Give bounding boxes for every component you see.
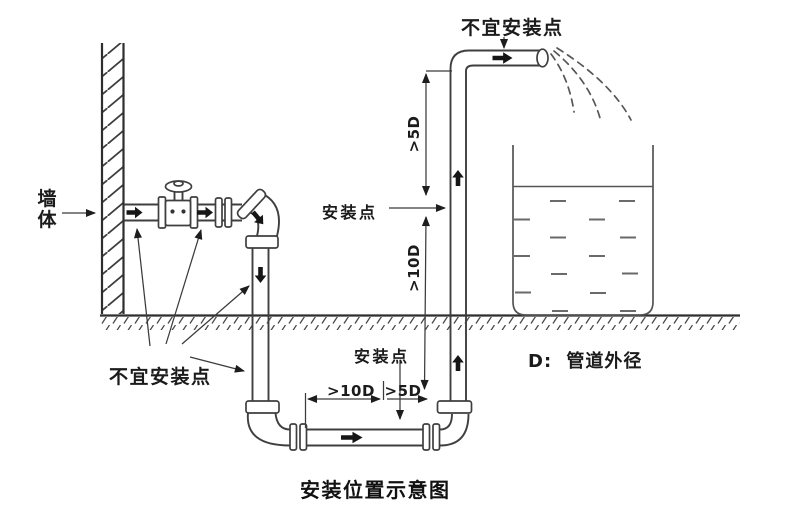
flow-arrow-right-icon <box>197 206 213 219</box>
pipe-collar <box>436 400 473 414</box>
flow-arrow-right-icon <box>341 431 363 444</box>
pipe-union <box>214 197 233 228</box>
elbow-bottom-left <box>245 400 308 451</box>
elbow-down <box>236 188 280 249</box>
pipe-outlet <box>536 48 549 68</box>
legend-pipe-diameter: D: 管道外径 <box>528 351 643 372</box>
bottom-pipe-run <box>306 428 423 447</box>
diagram-title: 安装位置示意图 <box>300 478 451 502</box>
pipe-collar <box>245 235 279 249</box>
flow-arrow-down-icon <box>254 267 267 283</box>
dimension-lines <box>62 37 509 428</box>
meter-right-flange <box>189 196 199 229</box>
meter-left-flange <box>157 196 167 229</box>
dim-label-5d-riser: >5D <box>405 115 423 153</box>
flow-arrow-up-icon <box>452 355 464 371</box>
tilted-flange <box>236 188 267 220</box>
install-point-label-bottom: 安装点 <box>354 347 410 366</box>
dim-label-10d-riser: >10D <box>405 244 423 292</box>
water-tank <box>512 145 654 316</box>
annotation-leaders <box>133 227 250 373</box>
install-point-label-mid: 安装点 <box>322 203 378 222</box>
elbow-bottom-right <box>422 400 473 451</box>
water-meter <box>157 180 199 229</box>
flow-arrow-right-icon <box>492 52 513 64</box>
flow-arrow-right-icon <box>126 206 143 219</box>
dim-label-5d-bottom: >5D <box>384 382 422 400</box>
dim-label-10d-bottom: >10D <box>327 382 375 400</box>
unsuitable-point-label-top: 不宜安装点 <box>461 17 564 39</box>
ground <box>100 314 740 330</box>
unsuitable-point-label-bottom: 不宜安装点 <box>109 366 212 388</box>
water-dashes <box>514 200 638 312</box>
flow-arrow-up-icon <box>452 170 464 186</box>
left-riser-pipe <box>251 248 270 401</box>
pipe-collar <box>245 400 280 414</box>
wall-label: 墙体 <box>37 188 57 232</box>
wall <box>100 43 125 314</box>
dim-10d-riser <box>420 215 430 391</box>
water-spray <box>550 47 632 121</box>
right-riser-pipe <box>449 48 549 401</box>
meter-body <box>164 199 192 227</box>
